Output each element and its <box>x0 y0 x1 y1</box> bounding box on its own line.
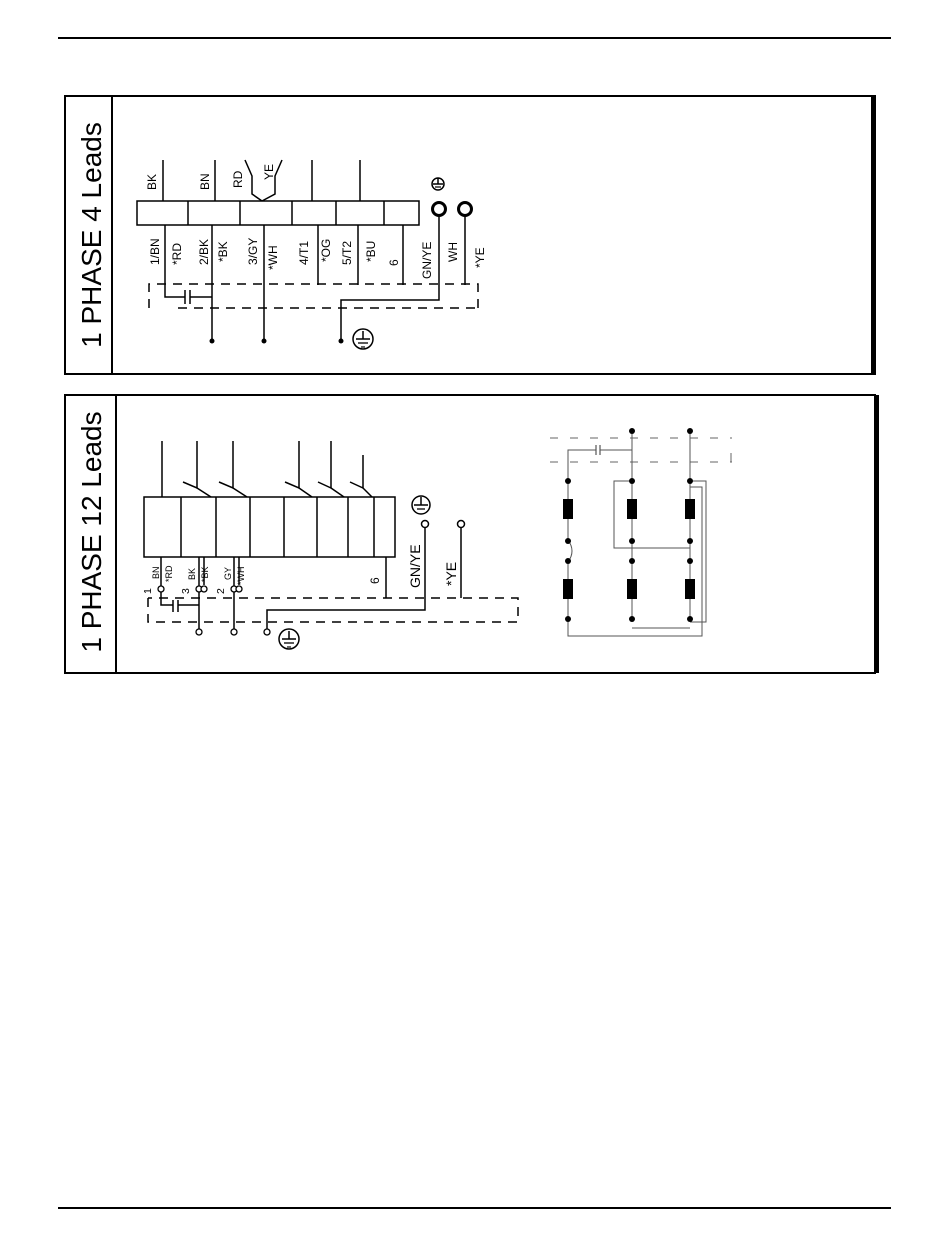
lead-label: 4/T1 <box>297 241 311 265</box>
terminal-label: GY <box>223 567 233 580</box>
lead-label: *WH <box>266 245 280 270</box>
lead-label: *YE <box>473 247 487 268</box>
terminal-block <box>144 497 395 557</box>
panel-title: 1 PHASE 4 Leads <box>76 122 107 348</box>
panel-frame <box>65 395 875 673</box>
terminal-label: 2 <box>215 588 227 594</box>
terminal-label: BK <box>187 568 197 580</box>
lead-label: 6 <box>387 259 401 266</box>
top-label: BK <box>145 174 159 190</box>
terminal-label: *RD <box>164 565 174 582</box>
panel-4-leads: 1 PHASE 4 Leads BK BN RD YE <box>65 96 875 374</box>
panel-frame <box>65 96 875 374</box>
top-label: RD <box>231 170 245 188</box>
panel-12-leads: 1 PHASE 12 Leads <box>65 395 877 673</box>
incoming-leads <box>162 441 372 497</box>
lead-label: 1/BN <box>148 238 162 265</box>
earth-terminal-top <box>412 496 430 514</box>
lead-label: GN/YE <box>420 242 434 279</box>
terminal-post <box>433 203 446 216</box>
lead-label: WH <box>446 242 460 262</box>
top-label: BN <box>198 173 212 190</box>
lead-label: 3/GY <box>246 238 260 265</box>
terminal-post <box>459 203 472 216</box>
lead-label: *RD <box>170 243 184 265</box>
terminal-label: 6 <box>368 577 382 584</box>
terminal-label: GN/YE <box>407 544 423 588</box>
earth-symbol <box>353 329 373 349</box>
terminal-label: *WH <box>236 567 246 586</box>
lead-label: *OG <box>319 239 333 262</box>
top-label: YE <box>262 164 276 180</box>
dashed-bracket <box>149 284 478 308</box>
lead-label: *BU <box>364 241 378 262</box>
terminal-label: BN <box>151 566 161 579</box>
earth-symbol <box>279 629 299 649</box>
earth-terminal-top <box>432 178 444 190</box>
terminal-block <box>137 201 419 225</box>
panel-title: 1 PHASE 12 Leads <box>76 411 107 652</box>
terminal-label: *BK <box>200 566 210 582</box>
winding-schematic <box>550 428 732 636</box>
lead-label: 2/BK <box>197 239 211 265</box>
terminal-label: 1 <box>142 588 154 594</box>
terminal-label: 3 <box>180 588 192 594</box>
lead-label: *BK <box>216 241 230 262</box>
lead-label: 5/T2 <box>340 241 354 265</box>
terminal-label: *YE <box>443 562 459 586</box>
